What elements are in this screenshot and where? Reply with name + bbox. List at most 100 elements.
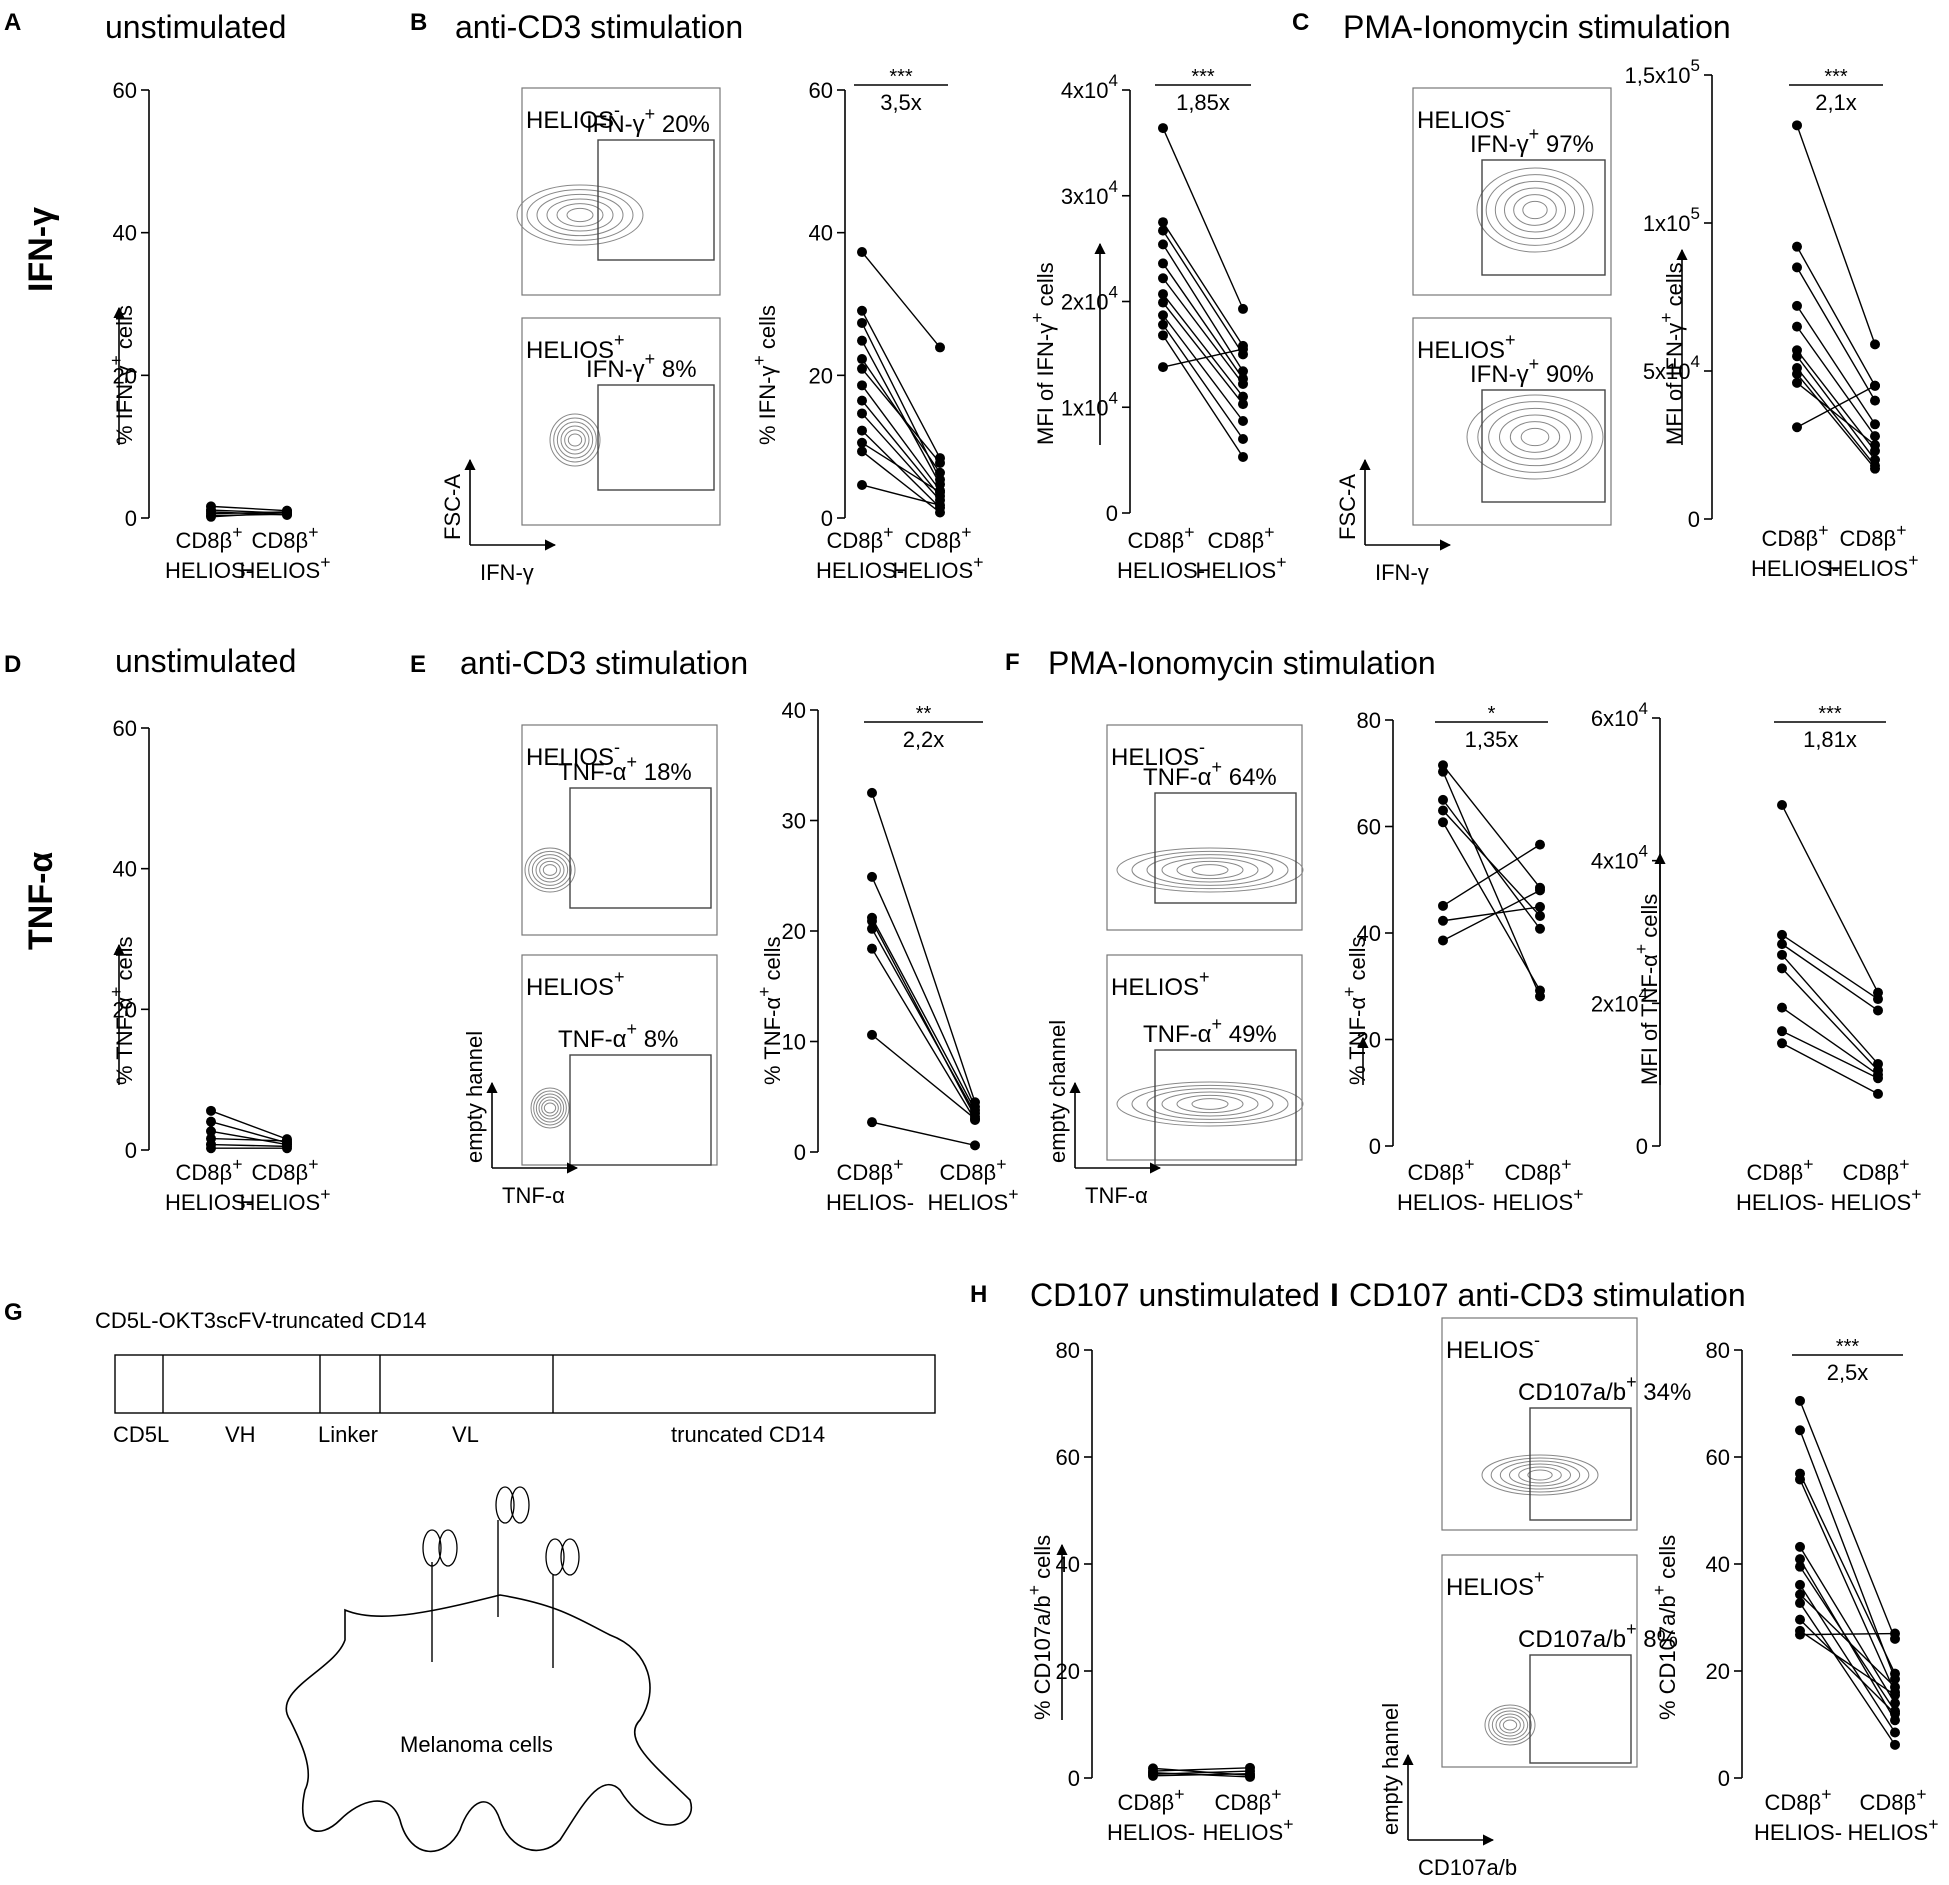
panel-title-h-left: CD107 unstimulated xyxy=(1030,1277,1320,1313)
data-point xyxy=(1792,241,1802,252)
contour-ring xyxy=(535,1093,565,1123)
data-point xyxy=(1792,120,1802,131)
data-point xyxy=(1777,1002,1787,1013)
data-point xyxy=(1438,766,1448,777)
pair-line xyxy=(1162,277,1244,385)
data-point xyxy=(857,446,867,457)
category-label: HELIOS- xyxy=(165,558,253,583)
category-label: CD8β+ xyxy=(252,1154,319,1185)
contour-ring xyxy=(1176,860,1244,880)
data-point xyxy=(857,408,867,419)
pair-line xyxy=(1781,1007,1879,1076)
y-tick-label: 0 xyxy=(1068,1766,1080,1791)
category-label: HELIOS+ xyxy=(1848,1814,1939,1845)
contour-ring xyxy=(538,1096,562,1120)
data-point xyxy=(1890,1739,1900,1750)
flow-y-label: FSC-A xyxy=(440,474,465,540)
flow-plot-frame xyxy=(1106,954,1303,1161)
data-point xyxy=(282,1143,292,1154)
contour-ring xyxy=(566,207,594,223)
top-gate-label: CD107a/b+ 34% xyxy=(1518,1372,1691,1406)
flow-plot-frame xyxy=(521,724,718,936)
gate-box xyxy=(569,1054,712,1166)
category-label: HELIOS+ xyxy=(1493,1184,1584,1215)
data-point xyxy=(1438,805,1448,816)
data-point xyxy=(867,787,877,798)
pair-line xyxy=(1162,127,1244,310)
data-point xyxy=(1158,273,1168,284)
category-label: HELIOS+ xyxy=(1831,1184,1922,1215)
y-tick-label: 20 xyxy=(809,363,833,388)
pair-line xyxy=(1796,367,1876,467)
contour-ring xyxy=(1176,1094,1244,1114)
y-tick-label: 20 xyxy=(113,363,137,388)
data-point xyxy=(1795,1561,1805,1572)
data-point xyxy=(1438,794,1448,805)
data-point xyxy=(1158,362,1168,373)
data-point xyxy=(1777,1026,1787,1037)
contour-ring xyxy=(1146,854,1274,886)
data-point xyxy=(1438,935,1448,946)
data-point xyxy=(1777,800,1787,811)
contour-ring xyxy=(567,433,583,447)
gate-box xyxy=(1529,1407,1632,1521)
contour-ring xyxy=(539,860,561,880)
flow-plots-h: HELIOS-CD107a/b+ 34%HELIOS+CD107a/b+ 8%C… xyxy=(1378,1317,1691,1880)
pair-line xyxy=(1799,1566,1896,1712)
pair-line xyxy=(1442,889,1541,942)
panel-label-a: A xyxy=(4,9,21,36)
y-axis-label: % TNF-α+ cells xyxy=(1339,937,1370,1086)
y-tick-label: 40 xyxy=(1056,1552,1080,1577)
panel-title-c: PMA-Ionomycin stimulation xyxy=(1343,9,1731,45)
data-point xyxy=(1795,1629,1805,1640)
contour-ring xyxy=(1488,1707,1532,1743)
pair-line xyxy=(1799,1632,1896,1636)
gate-box xyxy=(1154,792,1297,904)
fold-change-label: 1,35x xyxy=(1465,727,1519,752)
melanoma-cell-label: Melanoma cells xyxy=(400,1732,553,1757)
contour-ring xyxy=(530,1087,570,1129)
category-label: HELIOS- xyxy=(826,1190,914,1215)
data-point xyxy=(867,1117,877,1128)
y-tick-label: 0 xyxy=(1369,1134,1381,1159)
data-point xyxy=(867,871,877,882)
construct-bar xyxy=(114,1354,936,1414)
y-tick-label: 20 xyxy=(113,997,137,1022)
pair-line xyxy=(1796,373,1876,470)
category-label: CD8β+ xyxy=(940,1154,1007,1185)
top-gate-label: TNF-α+ 64% xyxy=(1143,757,1277,791)
contour-ring xyxy=(1131,850,1289,890)
contour-ring xyxy=(543,1102,557,1114)
data-point xyxy=(857,335,867,346)
melanoma-cell-outline xyxy=(285,1594,693,1853)
row-label-tnf: TNF-α xyxy=(22,852,60,950)
data-point xyxy=(206,511,216,522)
contour-ring xyxy=(1499,1460,1581,1490)
data-point xyxy=(1795,1425,1805,1436)
category-label: CD8β+ xyxy=(1128,522,1195,553)
category-label: HELIOS+ xyxy=(240,1184,331,1215)
receptor-head-icon xyxy=(495,1486,515,1524)
data-point xyxy=(867,943,877,954)
panel-title-e: anti-CD3 stimulation xyxy=(460,645,748,681)
fold-change-label: 2,5x xyxy=(1827,1360,1869,1385)
data-point xyxy=(1535,839,1545,850)
significance-stars: *** xyxy=(1824,66,1848,88)
data-point xyxy=(1870,419,1880,430)
contour-ring xyxy=(1490,1457,1590,1493)
data-point xyxy=(1535,901,1545,912)
category-label: HELIOS- xyxy=(1754,1820,1842,1845)
contour-ring xyxy=(1495,1713,1525,1737)
contour-ring xyxy=(526,189,634,241)
data-point xyxy=(857,317,867,328)
bottom-population-label: HELIOS+ xyxy=(1417,330,1516,364)
category-label: HELIOS- xyxy=(1397,1190,1485,1215)
fold-change-label: 1,85x xyxy=(1176,90,1230,115)
pair-line xyxy=(1799,1400,1896,1640)
y-axis-label: % CD107a/b+ cells xyxy=(1024,1535,1055,1720)
y-tick-label: 20 xyxy=(782,919,806,944)
pair-line xyxy=(1781,1042,1879,1095)
